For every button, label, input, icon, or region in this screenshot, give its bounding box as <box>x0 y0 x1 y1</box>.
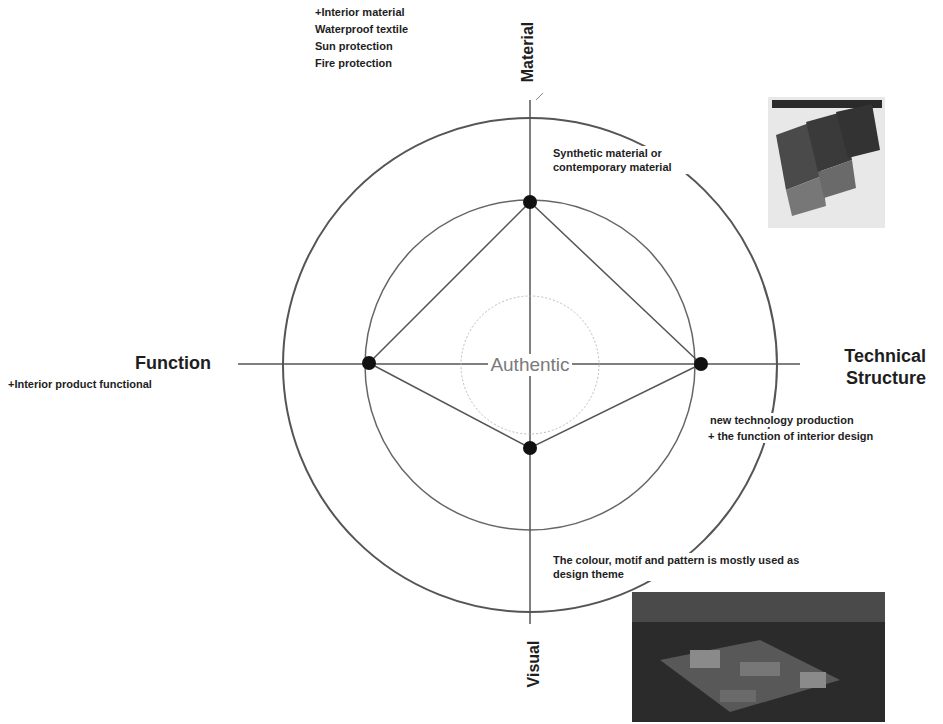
tick-mark <box>536 93 543 100</box>
feature-note: Waterproof textile <box>313 22 410 36</box>
interior-photo <box>632 592 885 722</box>
feature-note: Sun protection <box>313 39 395 53</box>
core-label: Authentic <box>488 354 571 376</box>
axis-title: Visual <box>527 639 541 690</box>
data-dot <box>694 357 708 371</box>
data-dot <box>523 441 537 455</box>
feature-note: +Interior material <box>313 5 407 19</box>
axis-note: Synthetic material or contemporary mater… <box>551 146 727 174</box>
data-dot <box>523 195 537 209</box>
profile-diamond <box>369 202 701 448</box>
feature-note: Fire protection <box>313 56 394 70</box>
axis-note: new technology production <box>708 413 856 427</box>
axis-title: Function <box>133 352 213 374</box>
cushion-photo <box>768 97 885 228</box>
axis-title: Material <box>521 20 535 84</box>
core-circle: Authentic <box>460 295 600 435</box>
axis-note: + the function of interior design <box>706 429 875 443</box>
axis-title: Technical Structure <box>800 345 928 389</box>
axis-note: +Interior product functional <box>6 377 154 391</box>
data-dot <box>362 356 376 370</box>
axis-note: The colour, motif and pattern is mostly … <box>551 553 817 581</box>
